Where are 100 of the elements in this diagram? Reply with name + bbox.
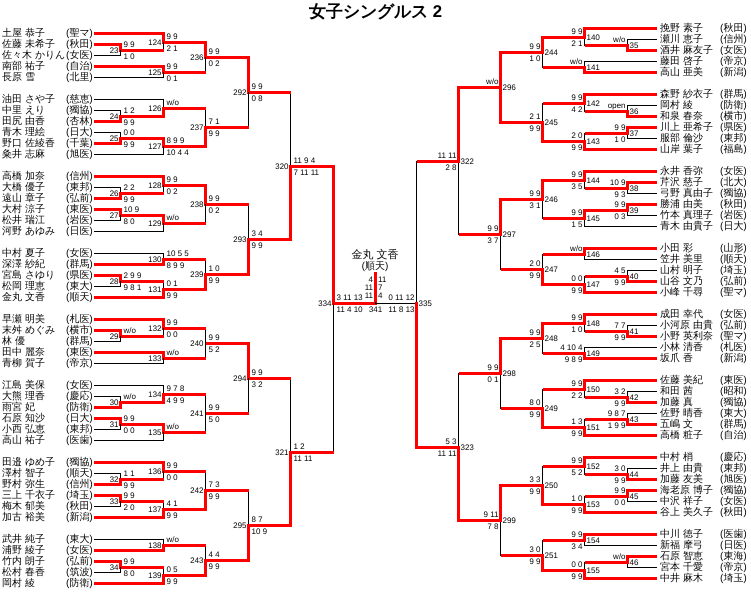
bracket-line: [334, 300, 377, 305]
player-name: 加古 裕美: [2, 512, 45, 523]
score: 0 0: [571, 274, 582, 282]
school-name: (埼玉): [720, 265, 747, 276]
score: 9 9: [166, 176, 178, 184]
school-name: (札医): [720, 342, 747, 353]
school-name: (帝京): [720, 56, 747, 67]
player-name: 小野 英利奈: [660, 331, 713, 342]
score: 9 8 1: [124, 284, 142, 292]
score: 1 2: [124, 106, 135, 114]
match-number: 293: [233, 236, 246, 244]
match-number: 242: [190, 486, 204, 494]
score: 1 3: [571, 418, 582, 426]
score: 9 9: [124, 492, 135, 500]
bracket-line: [94, 99, 164, 109]
school-name: (弘前): [720, 320, 747, 331]
player-name: 谷上 美久子: [660, 507, 713, 518]
score: 9 9: [208, 404, 220, 412]
school-name: (信州): [720, 34, 747, 45]
bracket-line: [94, 72, 164, 78]
bracket-line: [94, 175, 165, 187]
score: 2 1: [166, 44, 178, 52]
school-name: (女医): [66, 545, 93, 556]
bracket-line: [205, 413, 206, 433]
school-name: (慶応): [66, 391, 93, 402]
bracket-line: [458, 373, 459, 448]
score: 9 9: [124, 140, 135, 148]
score: 1 0: [614, 136, 626, 144]
bracket-line: [94, 288, 165, 299]
school-name: (医歯): [720, 529, 747, 540]
score: 9 9: [124, 482, 135, 490]
player-name: 浦野 綾子: [2, 545, 45, 556]
bracket-line: [94, 208, 122, 217]
player-name: 田邉 ゆめ子: [2, 457, 55, 468]
score: 0 1: [487, 376, 498, 384]
match-number: 29: [110, 332, 118, 340]
score: 9 9: [208, 48, 220, 56]
player-name: 青木 由貴子: [660, 221, 713, 232]
match-number: 125: [148, 68, 162, 76]
player-name: 坂爪 香: [660, 353, 693, 364]
bracket-line: [500, 520, 501, 556]
bracket-line: [94, 329, 122, 338]
score: 0 1: [166, 280, 178, 288]
score: 9 9: [571, 506, 582, 514]
player-name: 長原 雪: [2, 72, 35, 83]
school-name: (秋田): [66, 501, 93, 512]
player-name: 永井 香弥: [660, 166, 703, 177]
school-name: (弘前): [720, 276, 747, 287]
score: 2 0: [124, 504, 135, 512]
player-name: 大熊 理香: [2, 391, 45, 402]
bracket-line: [94, 539, 164, 546]
school-name: (日医): [66, 226, 93, 237]
score: 9 9: [571, 144, 582, 152]
school-name: (順天): [720, 254, 747, 265]
match-number: 33: [110, 498, 118, 506]
player-name: 芹沢 慈子: [660, 177, 703, 188]
player-name: 中沢 祥子: [660, 496, 703, 507]
school-name: (秋田): [720, 23, 747, 34]
match-number: 295: [233, 522, 246, 530]
player-name: 井上 由貴: [660, 463, 703, 474]
player-name: 小西 弘恵: [2, 424, 45, 435]
score: 3 0: [614, 464, 626, 472]
score: 9 9: [529, 190, 540, 198]
school-name: (東大): [66, 534, 93, 545]
match-number: 41: [630, 328, 638, 336]
match-number: 44: [630, 470, 638, 478]
school-name: (旭医): [720, 474, 747, 485]
school-name: (女医): [66, 248, 93, 259]
score: 9 8 7: [608, 410, 626, 418]
player-name: 田中 麗奈: [2, 347, 45, 358]
score: 9 9: [166, 32, 178, 40]
match-number: 131: [148, 286, 162, 294]
score: 1 9 9: [608, 422, 626, 430]
score: 5 0: [208, 416, 220, 424]
bracket-line: [583, 93, 657, 105]
score: w/o: [613, 552, 626, 560]
score: 9 9: [208, 334, 220, 342]
school-name: (北里): [66, 72, 93, 83]
score: 9 9: [124, 414, 135, 422]
score: 11 8 13: [388, 306, 414, 314]
match-number: 246: [544, 196, 558, 204]
school-name: (北大): [720, 177, 747, 188]
score: 9 9: [208, 492, 220, 500]
match-number: 126: [148, 104, 162, 112]
score: 9 9: [571, 430, 582, 438]
match-number: 241: [190, 410, 204, 418]
school-name: (県医): [66, 270, 93, 281]
player-name: 青木 理絵: [2, 127, 45, 138]
bracket-line: [583, 503, 657, 514]
score: 7 11 11: [294, 168, 320, 176]
score: 4 1: [166, 500, 178, 508]
bracket-line: [94, 358, 164, 364]
school-name: (聖マ): [720, 331, 747, 342]
school-name: (新潟): [66, 512, 93, 523]
score: 7 8: [487, 522, 498, 530]
school-name: (秋田): [720, 507, 747, 518]
score: 9 9: [124, 196, 135, 204]
score: 2 0: [571, 132, 582, 140]
bracket-line: [499, 198, 502, 236]
school-name: (東邦): [720, 463, 747, 474]
